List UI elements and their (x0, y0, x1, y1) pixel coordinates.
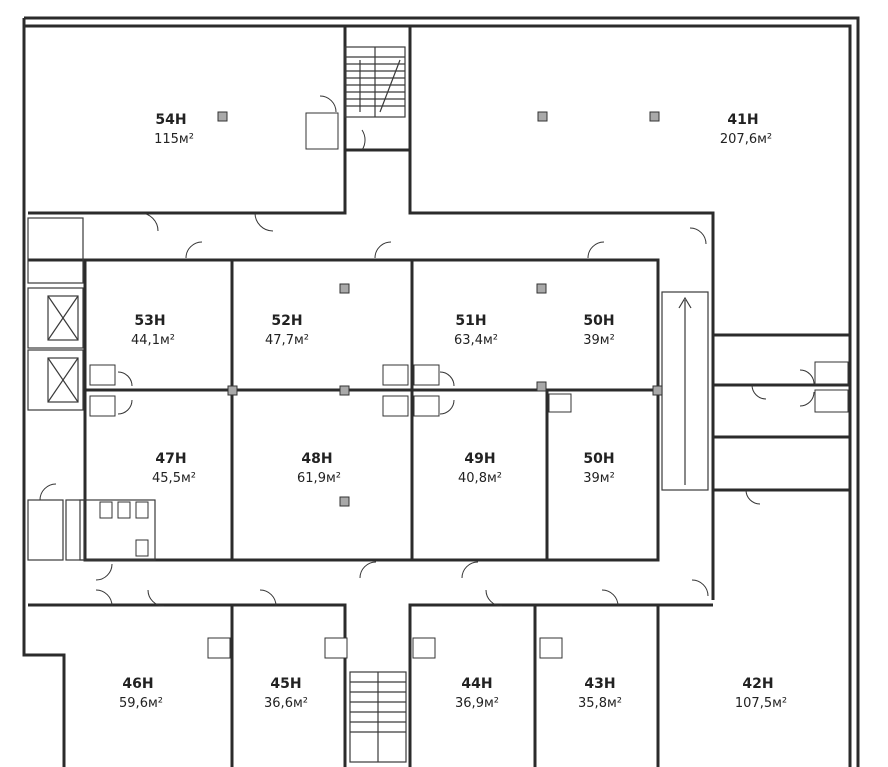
room-area: 36,6м² (264, 696, 308, 711)
room-area: 45,5м² (152, 471, 196, 486)
stair-top (344, 46, 406, 118)
room-name: 42Н (742, 676, 774, 692)
room-name: 53Н (134, 313, 166, 329)
room-name: 54Н (155, 112, 187, 128)
room-area: 63,4м² (454, 333, 498, 348)
room-area: 39м² (583, 471, 615, 486)
room-name: 49Н (464, 451, 496, 467)
room-name: 48Н (301, 451, 333, 467)
right-corridors (713, 333, 850, 492)
room-area: 207,6м² (719, 132, 773, 147)
wc-fixtures (89, 112, 572, 659)
left-service (27, 217, 85, 561)
room-name: 50Н (583, 313, 615, 329)
room-area: 61,9м² (297, 471, 341, 486)
room-name: 50Н (583, 451, 615, 467)
room-area: 39м² (583, 333, 615, 348)
room-area: 47,7м² (265, 333, 309, 348)
room-area: 44,1м² (131, 333, 175, 348)
room-area: 35,8м² (578, 696, 622, 711)
room-name: 41Н (727, 112, 759, 128)
room-name: 45Н (270, 676, 302, 692)
outer-walls (22, 16, 860, 767)
room-name: 43Н (584, 676, 616, 692)
room-area: 115м² (154, 132, 194, 147)
structural-columns (217, 111, 663, 507)
room-name: 46Н (122, 676, 154, 692)
room-name: 47Н (155, 451, 187, 467)
room-area: 59,6м² (119, 696, 163, 711)
core-walls (28, 258, 660, 562)
ramp (661, 291, 709, 491)
washroom-block (79, 499, 156, 561)
stair-bottom (349, 671, 407, 763)
room-area: 36,9м² (455, 696, 499, 711)
room-area: 107,5м² (734, 696, 788, 711)
room-area: 40,8м² (458, 471, 502, 486)
room-name: 52Н (271, 313, 303, 329)
room-name: 51Н (455, 313, 487, 329)
doors (39, 95, 815, 607)
lower-walls (28, 603, 713, 767)
room-name: 44Н (461, 676, 493, 692)
